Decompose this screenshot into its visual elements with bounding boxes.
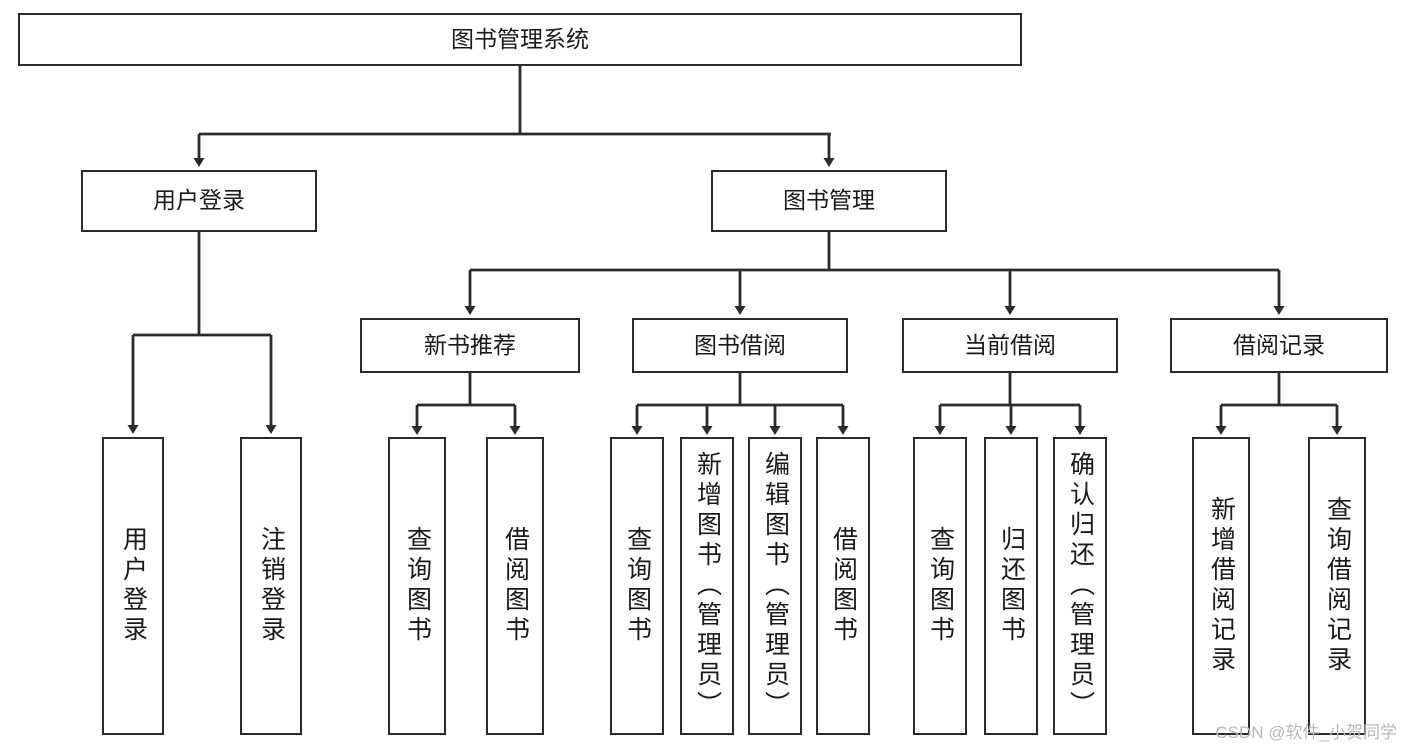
node-leaf-borrow-book-rec[interactable]: 借阅图书 [486, 437, 544, 735]
node-borrow-record-label: 借阅记录 [1233, 331, 1325, 358]
node-leaf-user-login[interactable]: 用户登录 [102, 437, 164, 735]
node-leaf-borrow-book-rec-label: 借阅图书 [501, 526, 530, 646]
node-leaf-query-book-borrow[interactable]: 查询图书 [610, 437, 664, 735]
node-leaf-query-borrow-record-label: 查询借阅记录 [1323, 496, 1352, 676]
node-leaf-return-book-label: 归还图书 [997, 526, 1026, 646]
node-leaf-logout-label: 注销登录 [257, 526, 286, 646]
node-current-borrow-label: 当前借阅 [964, 331, 1056, 358]
node-leaf-confirm-return-admin-label: 确认归还（管理员） [1066, 451, 1095, 721]
node-book-borrow-label: 图书借阅 [694, 331, 786, 358]
watermark: CSDN @软件_小贺同学 [1215, 723, 1397, 742]
node-borrow-record[interactable]: 借阅记录 [1170, 318, 1388, 373]
node-leaf-confirm-return-admin[interactable]: 确认归还（管理员） [1053, 437, 1107, 735]
node-leaf-logout[interactable]: 注销登录 [240, 437, 302, 735]
node-book-manage-label: 图书管理 [783, 187, 875, 214]
node-leaf-query-book-current-label: 查询图书 [926, 526, 955, 646]
node-leaf-edit-book-admin[interactable]: 编辑图书（管理员） [748, 437, 802, 735]
node-leaf-query-book-rec-label: 查询图书 [403, 526, 432, 646]
node-leaf-add-borrow-record-label: 新增借阅记录 [1207, 496, 1236, 676]
node-leaf-query-book-current[interactable]: 查询图书 [913, 437, 967, 735]
node-leaf-add-book-admin-label: 新增图书（管理员） [693, 451, 722, 721]
node-leaf-query-book-rec[interactable]: 查询图书 [388, 437, 446, 735]
node-leaf-add-book-admin[interactable]: 新增图书（管理员） [680, 437, 734, 735]
node-book-borrow[interactable]: 图书借阅 [632, 318, 848, 373]
node-leaf-add-borrow-record[interactable]: 新增借阅记录 [1192, 437, 1250, 735]
node-leaf-user-login-label: 用户登录 [119, 526, 148, 646]
node-leaf-borrow-book-borrow[interactable]: 借阅图书 [816, 437, 870, 735]
node-user-login-label: 用户登录 [153, 187, 245, 214]
node-current-borrow[interactable]: 当前借阅 [902, 318, 1118, 373]
node-leaf-return-book[interactable]: 归还图书 [984, 437, 1038, 735]
node-leaf-borrow-book-borrow-label: 借阅图书 [829, 526, 858, 646]
node-new-book-recommend[interactable]: 新书推荐 [360, 318, 580, 373]
node-root[interactable]: 图书管理系统 [18, 13, 1022, 66]
node-leaf-edit-book-admin-label: 编辑图书（管理员） [761, 451, 790, 721]
node-leaf-query-book-borrow-label: 查询图书 [623, 526, 652, 646]
node-user-login[interactable]: 用户登录 [81, 170, 317, 232]
node-book-manage[interactable]: 图书管理 [711, 170, 947, 232]
node-root-label: 图书管理系统 [451, 25, 589, 52]
node-new-book-recommend-label: 新书推荐 [424, 331, 516, 358]
node-leaf-query-borrow-record[interactable]: 查询借阅记录 [1308, 437, 1366, 735]
